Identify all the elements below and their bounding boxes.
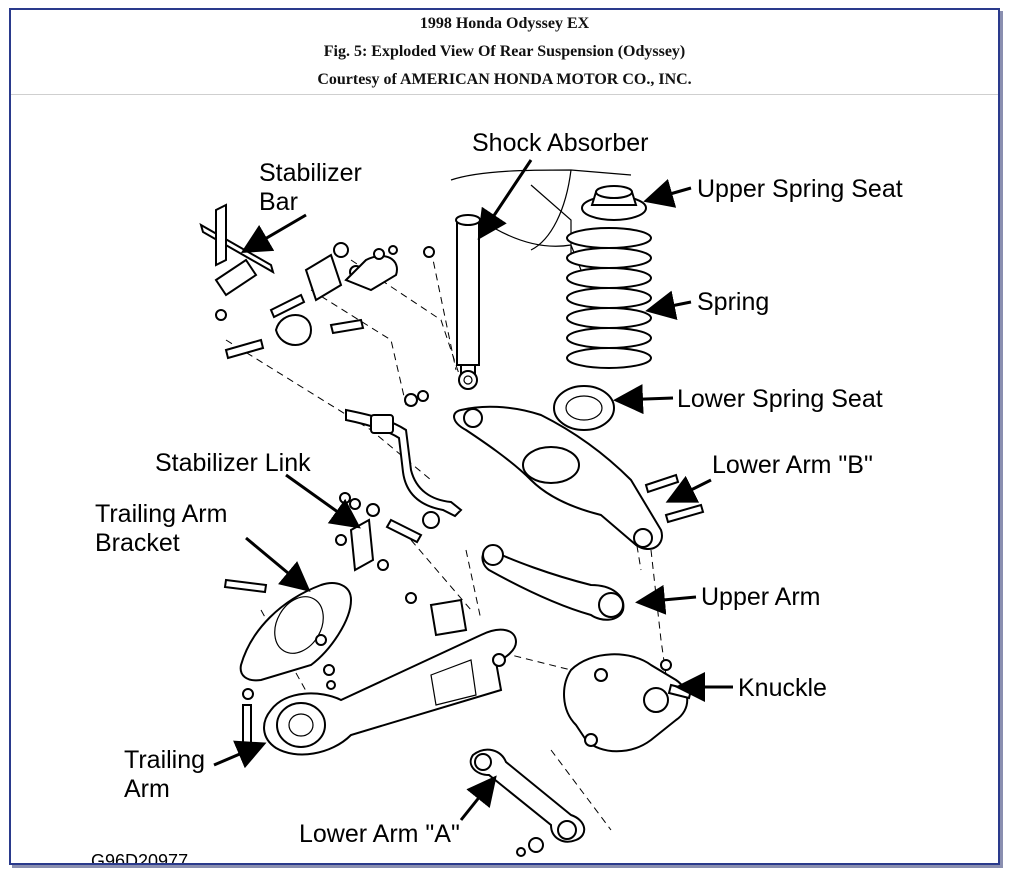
figure-code: G96D20977 — [91, 851, 188, 863]
label-trailing-arm-line2: Arm — [124, 775, 170, 803]
shock-absorber-part — [455, 214, 481, 390]
upper-spring-seat-part — [581, 185, 647, 221]
label-trailing-arm-line1: Trailing — [124, 746, 205, 774]
figure-header: 1998 Honda Odyssey EX Fig. 5: Exploded V… — [11, 10, 998, 95]
label-knuckle: Knuckle — [738, 674, 827, 702]
label-stabilizer-bar-line1: Stabilizer — [259, 159, 362, 187]
label-spring: Spring — [697, 288, 769, 316]
label-stabilizer-link: Stabilizer Link — [155, 449, 311, 477]
label-trailing-arm-bracket-line2: Bracket — [95, 529, 180, 557]
label-upper-spring-seat: Upper Spring Seat — [697, 175, 903, 203]
stabilizer-bar-part — [199, 203, 463, 518]
trailing-arm-bracket-part — [223, 578, 353, 682]
trailing-arm-part — [242, 592, 518, 756]
lower-arm-a-part — [469, 748, 586, 857]
figure-frame: 1998 Honda Odyssey EX Fig. 5: Exploded V… — [9, 8, 1000, 865]
part-labels: Shock Absorber Stabilizer Bar Upper Spri… — [91, 129, 903, 863]
label-trailing-arm-bracket-line1: Trailing Arm — [95, 500, 227, 528]
label-lower-arm-a: Lower Arm "A" — [299, 820, 460, 848]
leader-arrows — [213, 159, 733, 821]
label-stabilizer-bar-line2: Bar — [259, 188, 298, 216]
label-shock-absorber: Shock Absorber — [472, 129, 649, 157]
figure-title: 1998 Honda Odyssey EX — [419, 15, 590, 32]
upper-arm-part — [481, 544, 625, 621]
label-lower-spring-seat: Lower Spring Seat — [677, 385, 883, 413]
knuckle-part — [563, 653, 693, 753]
figure-courtesy: Courtesy of AMERICAN HONDA MOTOR CO., IN… — [317, 71, 692, 88]
coil-spring-part — [566, 227, 652, 369]
suspension-diagram: Shock Absorber Stabilizer Bar Upper Spri… — [91, 129, 903, 863]
stabilizer-link-part — [335, 492, 440, 572]
label-upper-arm: Upper Arm — [701, 583, 820, 611]
lower-spring-seat-part — [553, 385, 615, 431]
label-lower-arm-b: Lower Arm "B" — [712, 451, 873, 479]
figure-caption: Fig. 5: Exploded View Of Rear Suspension… — [323, 43, 686, 60]
